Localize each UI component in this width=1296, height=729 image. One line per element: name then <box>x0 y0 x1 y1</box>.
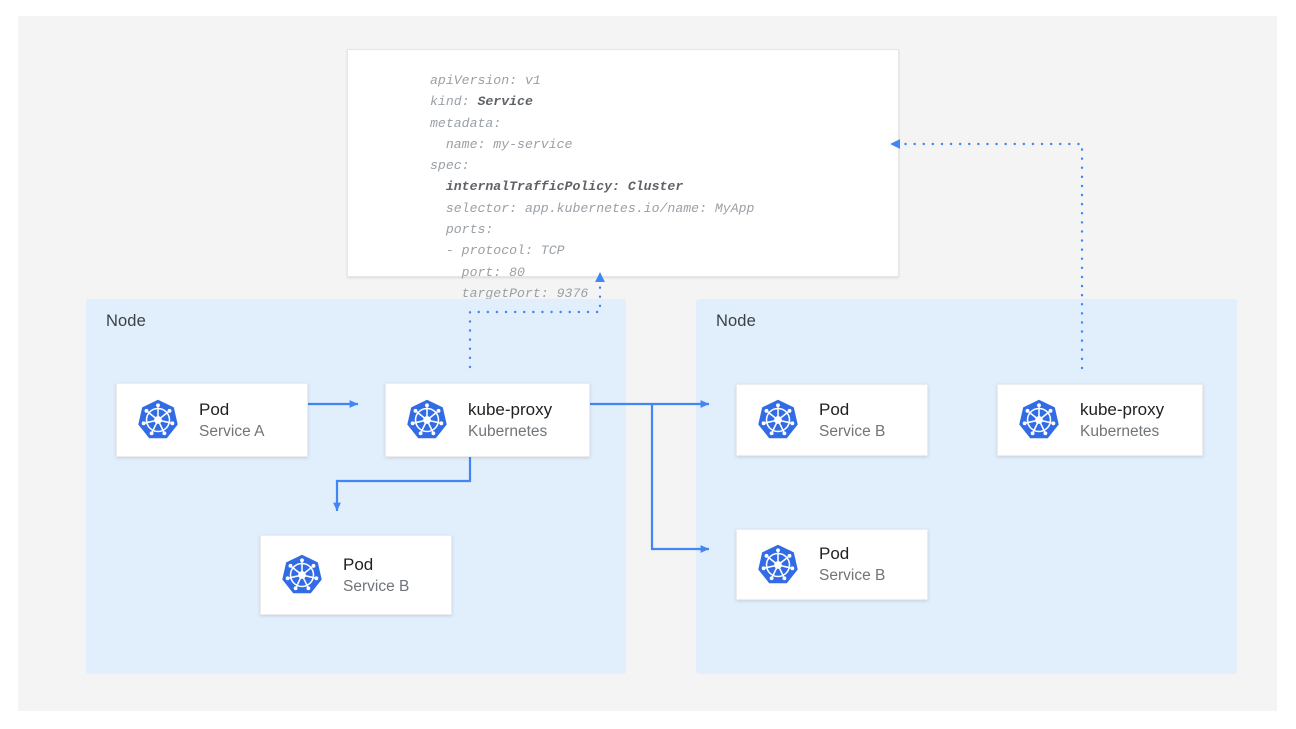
card-subtitle: Service A <box>199 422 265 440</box>
node-right: Node <box>696 299 1237 674</box>
card-text: Pod Service A <box>199 399 264 442</box>
card-title: Pod <box>343 554 374 574</box>
card-title: Pod <box>819 399 850 419</box>
card-title: kube-proxy <box>468 399 553 419</box>
card-kube-proxy-left[interactable]: kube-proxy Kubernetes <box>385 383 590 457</box>
card-text: kube-proxy Kubernetes <box>468 399 552 442</box>
card-subtitle: Service B <box>819 567 886 584</box>
card-text: Pod Service B <box>819 543 885 586</box>
card-text: Pod Service B <box>343 554 409 597</box>
card-pod-service-a[interactable]: Pod Service A <box>116 383 308 457</box>
card-kube-proxy-right[interactable]: kube-proxy Kubernetes <box>997 384 1203 456</box>
kubernetes-icon <box>135 397 181 443</box>
card-pod-service-b-left[interactable]: Pod Service B <box>260 535 452 615</box>
card-text: Pod Service B <box>819 399 885 442</box>
node-right-label: Node <box>716 312 756 330</box>
card-title: Pod <box>819 544 850 563</box>
card-subtitle: Service B <box>343 577 410 595</box>
card-text: kube-proxy Kubernetes <box>1080 399 1164 442</box>
card-title: Pod <box>199 399 230 419</box>
card-subtitle: Service B <box>819 422 886 440</box>
kubernetes-icon <box>755 397 801 443</box>
kubernetes-icon <box>755 542 801 588</box>
card-subtitle: Kubernetes <box>468 422 548 440</box>
node-left: Node <box>86 299 626 674</box>
card-pod-service-b-right-top[interactable]: Pod Service B <box>736 384 928 456</box>
card-pod-service-b-right-bottom[interactable]: Pod Service B <box>736 529 928 600</box>
kubernetes-icon <box>1016 397 1062 443</box>
node-left-label: Node <box>106 312 146 330</box>
card-title: kube-proxy <box>1080 399 1165 419</box>
kubernetes-icon <box>404 397 450 443</box>
card-subtitle: Kubernetes <box>1080 422 1160 440</box>
kubernetes-icon <box>279 552 325 598</box>
